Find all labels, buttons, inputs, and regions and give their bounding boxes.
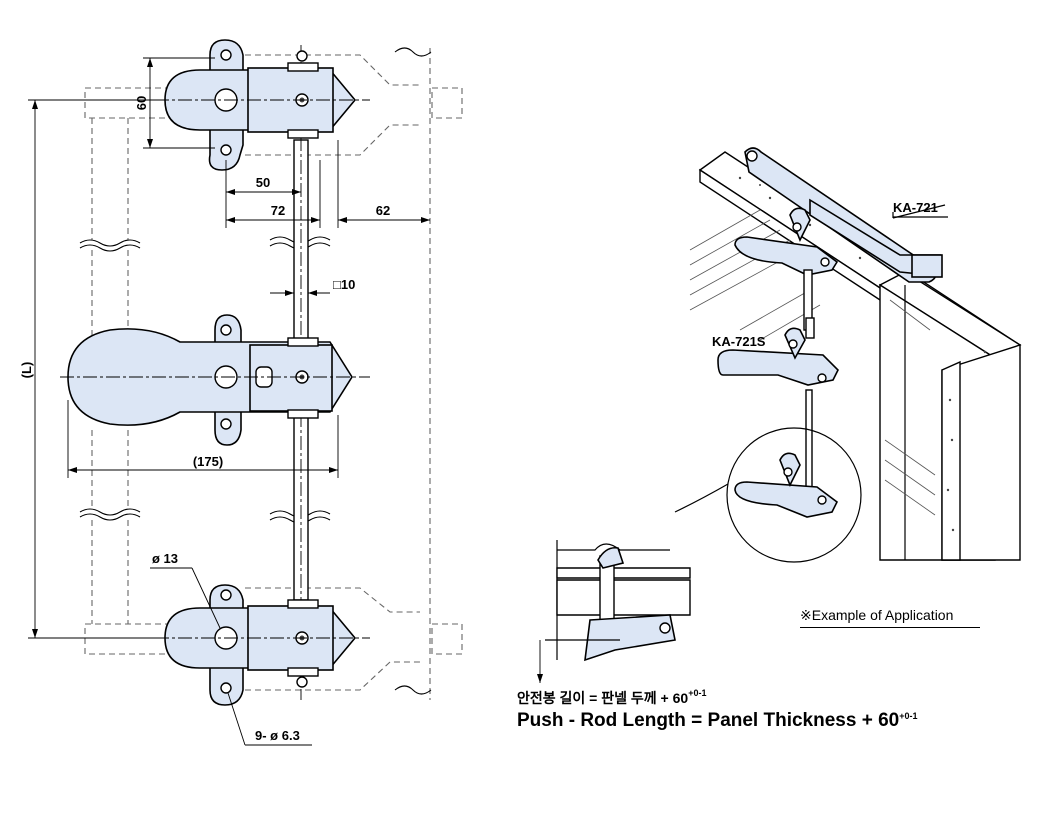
formula-english-text: Push - Rod Length = Panel Thickness + 60 [517, 710, 900, 731]
upper-catch [734, 207, 839, 276]
latch-top [155, 39, 370, 171]
example-underline [800, 627, 980, 628]
example-caption: ※Example of Application [800, 607, 954, 623]
formula-korean-tolerance: +0-1 [688, 688, 706, 698]
formula-korean: 안전봉 길이 = 판넬 두께 + 60+0-1 [517, 688, 706, 708]
tol-upper: +0 [688, 688, 699, 698]
dim-175: (175) [193, 454, 223, 469]
label-ka721s: KA-721S [712, 334, 766, 349]
door-panel [878, 271, 1022, 561]
dim-length: (L) [19, 362, 34, 379]
section-detail [537, 540, 691, 683]
formula-english: Push - Rod Length = Panel Thickness + 60… [517, 710, 918, 732]
dimension-lines [28, 57, 430, 746]
dashed-frame [84, 48, 463, 700]
detail-circle [674, 427, 862, 563]
tol-upper: +0 [899, 711, 910, 721]
dim-hole-13: ø 13 [152, 551, 178, 566]
dim-rod-size: □10 [333, 277, 355, 292]
dim-72: 72 [271, 203, 285, 218]
formula-english-tolerance: +0-1 [899, 711, 917, 721]
handle-middle [60, 314, 370, 446]
dim-50: 50 [256, 175, 270, 190]
dim-62: 62 [376, 203, 390, 218]
tol-lower: -1 [698, 688, 707, 698]
ka721-latch [744, 147, 946, 283]
orthographic-view: 60 50 72 62 □10 (L) (175) ø 13 9- ø 6.3 [19, 39, 463, 746]
tol-lower: -1 [909, 711, 918, 721]
formula-korean-text: 안전봉 길이 = 판넬 두께 + 60 [517, 690, 689, 706]
dim-holes-6-3: 9- ø 6.3 [255, 728, 300, 743]
application-view: KA-721 KA-721S [537, 147, 1022, 683]
ka721s-handle [717, 317, 839, 386]
label-ka721: KA-721 [893, 200, 938, 215]
latch-bottom [155, 584, 370, 706]
dim-60: 60 [134, 96, 149, 110]
